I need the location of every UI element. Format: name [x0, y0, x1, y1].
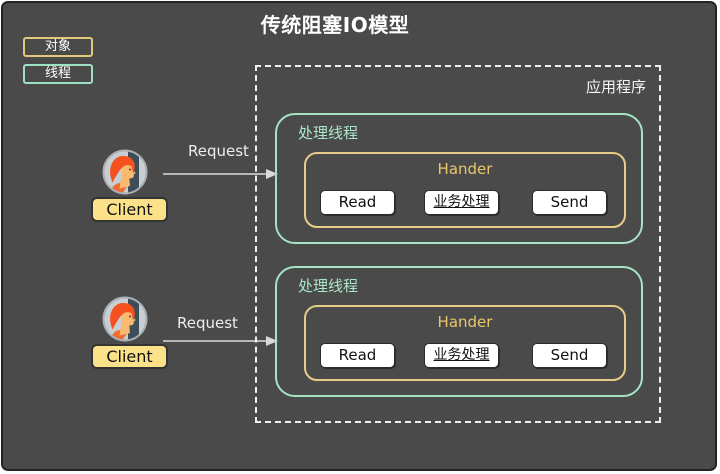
- thread-box-2: 处理线程 Hander Read 业务处理 Send: [275, 266, 643, 397]
- client-label-1: Client: [91, 197, 168, 222]
- read-button: Read: [320, 190, 395, 215]
- send-button: Send: [532, 343, 607, 368]
- client-1: Client: [91, 149, 171, 225]
- thread-label: 处理线程: [298, 124, 359, 142]
- handler-label: Hander: [437, 160, 493, 178]
- request-label-2: Request: [177, 314, 238, 332]
- legend-object: 对象: [23, 37, 93, 57]
- diagram-title: 传统阻塞IO模型: [260, 13, 410, 37]
- handler-label: Hander: [437, 313, 493, 331]
- send-button: Send: [532, 190, 607, 215]
- client-2: Client: [91, 296, 171, 372]
- client-avatar-icon: [102, 149, 148, 195]
- legend-thread: 线程: [23, 64, 93, 84]
- business-process-button: 业务处理: [424, 190, 499, 215]
- application-label: 应用程序: [585, 78, 646, 96]
- request-label-1: Request: [188, 142, 249, 160]
- thread-label: 处理线程: [298, 277, 359, 295]
- handler-box: Hander Read 业务处理 Send: [304, 152, 626, 228]
- application-container: 应用程序: [255, 65, 661, 423]
- client-label-2: Client: [91, 344, 168, 369]
- thread-box-1: 处理线程 Hander Read 业务处理 Send: [275, 113, 643, 244]
- read-button: Read: [320, 343, 395, 368]
- business-process-button: 业务处理: [424, 343, 499, 368]
- client-avatar-icon: [102, 296, 148, 342]
- handler-box: Hander Read 业务处理 Send: [304, 305, 626, 381]
